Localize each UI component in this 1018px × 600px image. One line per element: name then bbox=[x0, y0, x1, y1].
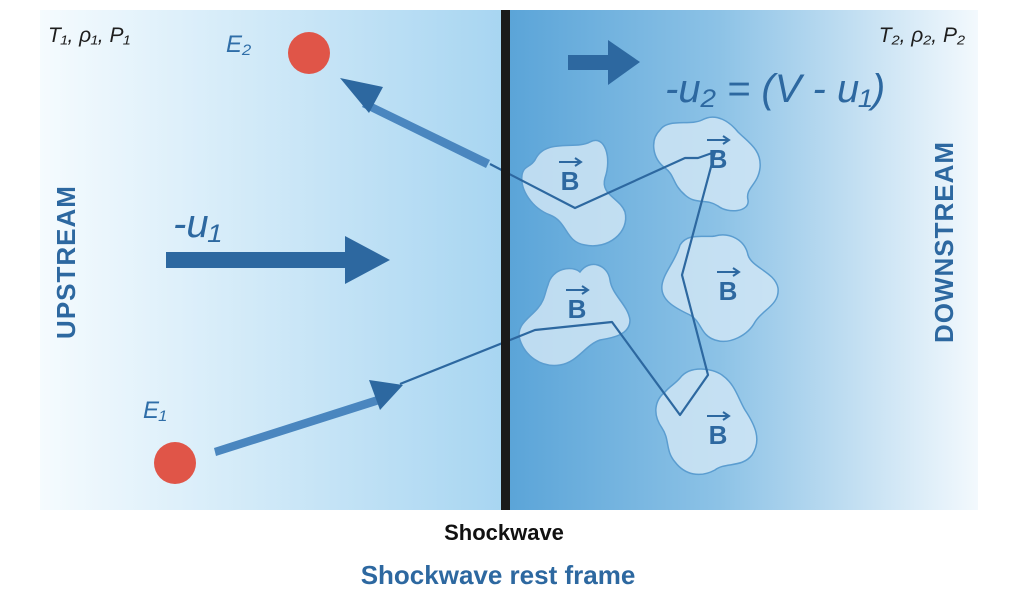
downstream-region-label: DOWNSTREAM bbox=[929, 141, 959, 343]
rest-frame-caption: Shockwave rest frame bbox=[361, 560, 636, 590]
upstream-velocity-label: -u₁ bbox=[173, 202, 221, 246]
magnetic-cloud-3: B bbox=[518, 263, 631, 367]
magnetic-cloud-5: B bbox=[655, 368, 758, 476]
upstream-region-label: UPSTREAM bbox=[51, 185, 81, 339]
b-vector-arrow-icon bbox=[707, 135, 731, 145]
upstream-state-label: T₁, ρ₁, P₁ bbox=[48, 24, 130, 47]
particle-trajectory-downstream bbox=[399, 150, 717, 417]
b-field-symbol: B bbox=[719, 276, 738, 306]
downstream-flow-arrow bbox=[568, 40, 640, 85]
particle-e2 bbox=[288, 32, 330, 74]
b-field-symbol: B bbox=[568, 294, 587, 324]
b-vector-arrow-icon bbox=[717, 267, 741, 277]
b-vector-arrow-icon bbox=[707, 411, 731, 421]
shockwave-caption: Shockwave bbox=[444, 520, 564, 545]
upstream-flow-arrow bbox=[166, 236, 390, 284]
b-field-symbol: B bbox=[709, 420, 728, 450]
shock-front-line bbox=[501, 10, 510, 510]
b-vector-arrow-icon bbox=[566, 285, 590, 295]
magnetic-cloud-2: B bbox=[653, 116, 761, 212]
magnetic-cloud-4: B bbox=[661, 234, 779, 342]
particle-e1-label: E₁ bbox=[143, 397, 167, 424]
particle-e2-label: E₂ bbox=[226, 31, 251, 58]
e1-incoming-arrow bbox=[214, 380, 403, 456]
magnetic-cloud-1: B bbox=[521, 139, 627, 247]
downstream-state-label: T₂, ρ₂, P₂ bbox=[879, 24, 965, 47]
particle-e1 bbox=[154, 442, 196, 484]
b-vector-arrow-icon bbox=[559, 157, 583, 167]
downstream-velocity-label: -u₂ = (V - u₁) bbox=[665, 67, 885, 111]
b-field-symbol: B bbox=[561, 166, 580, 196]
e2-outgoing-arrow bbox=[340, 78, 490, 168]
